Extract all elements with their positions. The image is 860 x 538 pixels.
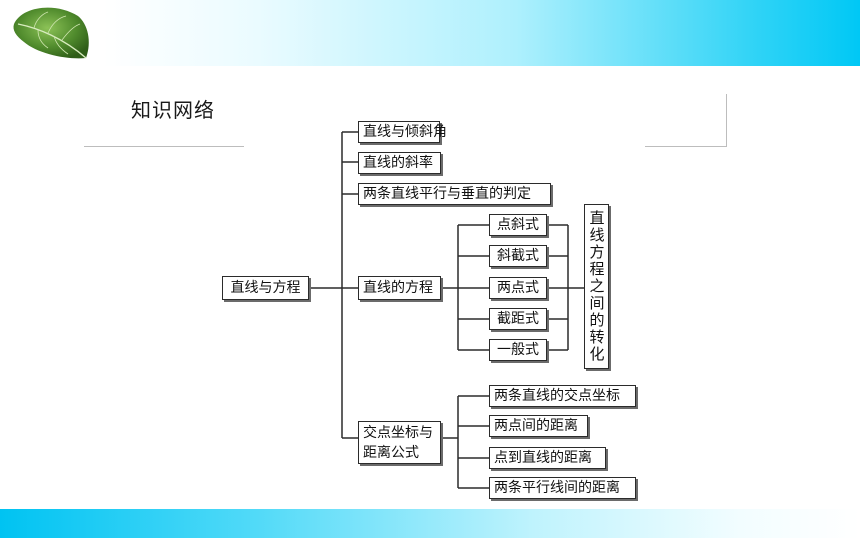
node-intersection-distance: 交点坐标与 距离公式 (358, 421, 441, 464)
node-parallel-lines-distance: 两条平行线间的距离 (489, 477, 636, 499)
node-intersection-distance-line2: 距离公式 (363, 444, 419, 461)
node-intersection-coordinates: 两条直线的交点坐标 (489, 385, 636, 407)
node-conversion: 直线方程之间的转化 (584, 204, 609, 369)
corner-rule-vertical (726, 94, 727, 147)
corner-rule-horizontal (645, 146, 727, 147)
node-inclination-angle: 直线与倾斜角 (358, 121, 447, 143)
node-intersection-distance-line1: 交点坐标与 (363, 424, 433, 441)
node-two-point: 两点式 (489, 277, 547, 299)
node-point-line-distance: 点到直线的距离 (489, 447, 606, 469)
node-two-point-distance: 两点间的距离 (489, 415, 588, 437)
title-underline (84, 146, 244, 147)
node-general: 一般式 (489, 339, 547, 361)
node-line-equation: 直线的方程 (358, 276, 441, 300)
node-intercept: 截距式 (489, 308, 547, 330)
node-slope: 直线的斜率 (358, 152, 441, 174)
header-band (0, 0, 860, 66)
leaf-icon (13, 7, 89, 59)
node-slope-intercept: 斜截式 (489, 245, 547, 267)
node-parallel-perpendicular: 两条直线平行与垂直的判定 (358, 183, 551, 205)
page-title: 知识网络 (131, 98, 215, 122)
node-root: 直线与方程 (222, 276, 309, 300)
node-point-slope: 点斜式 (489, 214, 547, 236)
footer-band (0, 509, 860, 538)
